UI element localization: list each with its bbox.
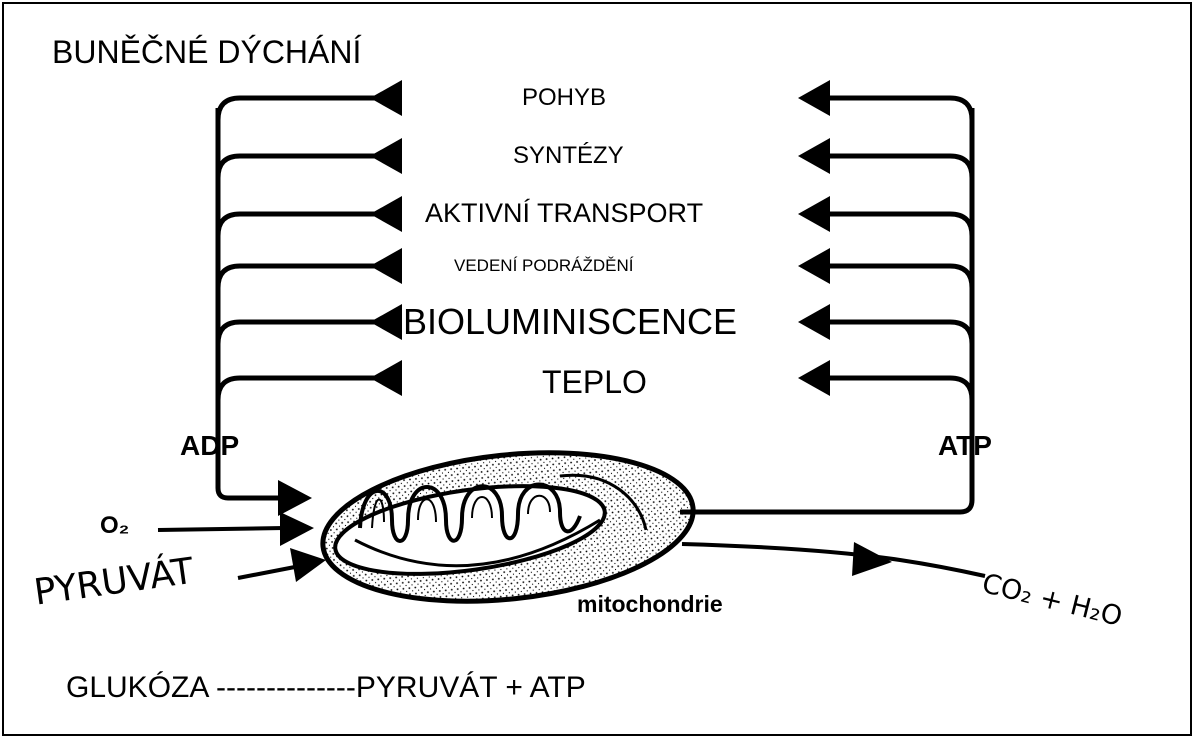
glycolysis-equation: GLUKÓZA --------------PYRUVÁT + ATP xyxy=(66,673,586,703)
diagram-title: BUNĚČNÉ DÝCHÁNÍ xyxy=(52,36,361,68)
atp-label: ATP xyxy=(938,432,992,460)
left-arrowheads xyxy=(370,80,402,396)
adp-label: ADP xyxy=(180,432,239,460)
process-label-bioluminiscence: BIOLUMINISCENCE xyxy=(403,304,737,340)
right-branch-lines xyxy=(820,98,972,400)
pyruvat-input-arrow xyxy=(238,548,326,582)
products-output-arrow xyxy=(682,542,985,576)
process-label-pohyb: POHYB xyxy=(522,86,606,110)
process-label-vedeni-podrazdeni: VEDENÍ PODRÁŽDĚNÍ xyxy=(454,257,633,274)
o2-input-arrow xyxy=(158,512,314,546)
adp-input-arrow xyxy=(278,480,312,516)
process-label-aktivni-transport: AKTIVNÍ TRANSPORT xyxy=(425,200,703,227)
right-arrowheads xyxy=(798,80,830,396)
process-label-syntezy: SYNTÉZY xyxy=(513,144,624,168)
left-branch-lines xyxy=(218,98,380,400)
o2-label: O₂ xyxy=(100,514,129,538)
process-label-teplo: TEPLO xyxy=(542,366,647,398)
mitochondrie-label: mitochondrie xyxy=(577,593,723,616)
